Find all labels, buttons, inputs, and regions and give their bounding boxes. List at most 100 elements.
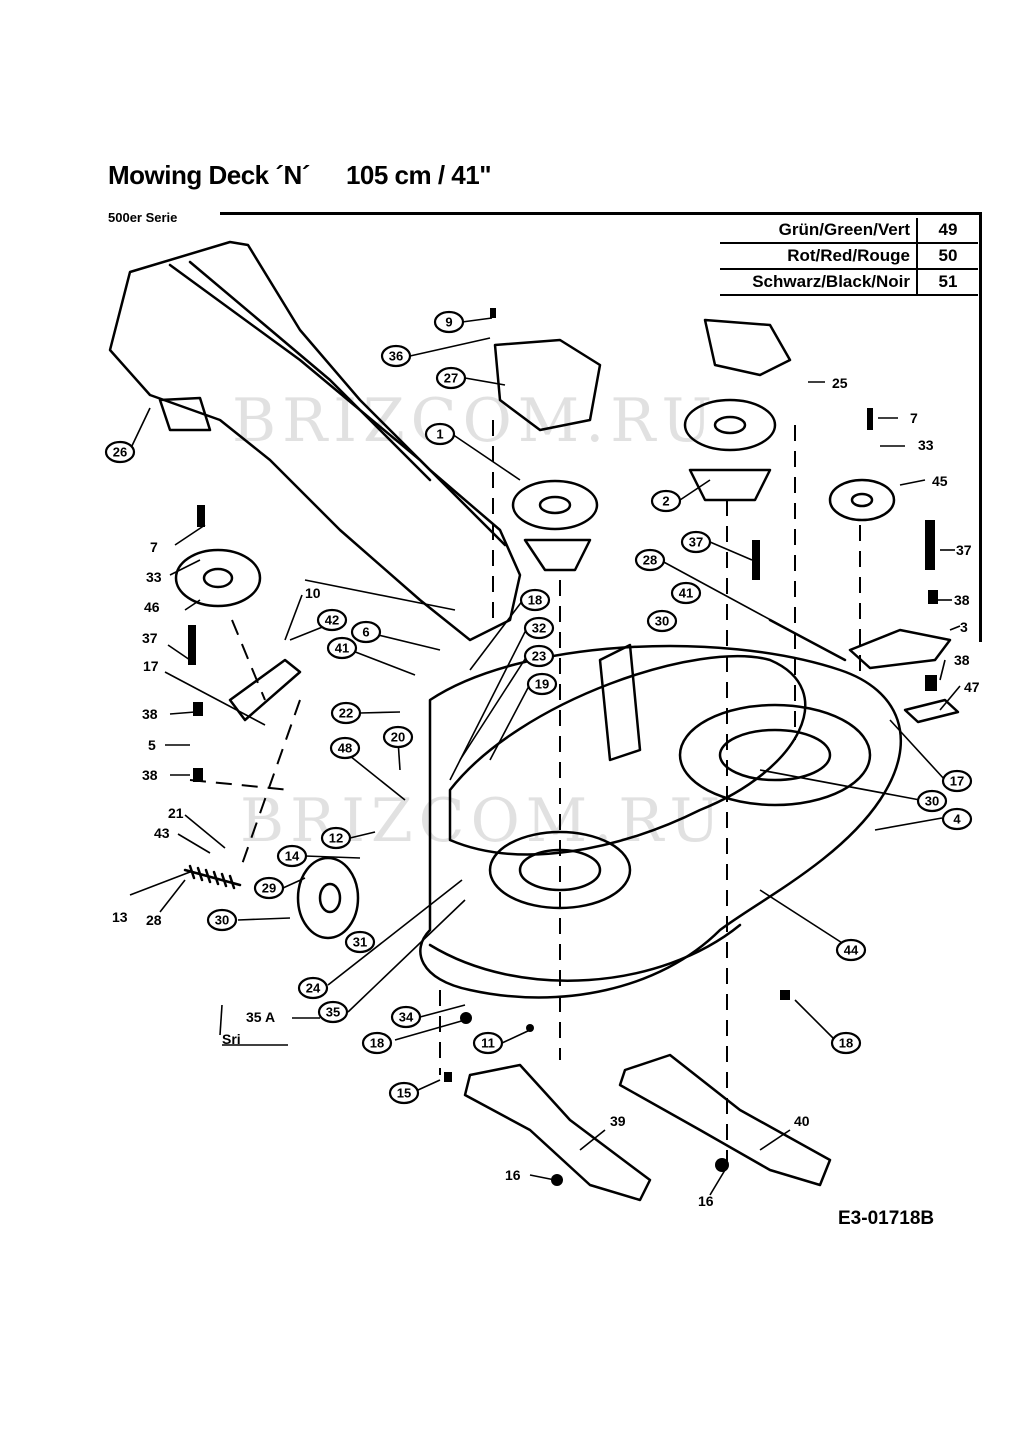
callout-1 xyxy=(424,422,456,446)
color-code: 51 xyxy=(917,269,978,296)
hardware-9 xyxy=(490,308,496,318)
callout-32 xyxy=(523,616,555,640)
label-40: 40 xyxy=(794,1113,810,1129)
series-label: 500er Serie xyxy=(108,210,178,225)
pulley-2-hub xyxy=(713,415,747,435)
callout-34 xyxy=(390,1005,422,1029)
callout-23-label: 23 xyxy=(532,649,546,664)
label-46: 46 xyxy=(144,599,160,615)
callout-4 xyxy=(941,807,973,831)
pulley-46-hub xyxy=(202,567,234,589)
callout-9-label: 9 xyxy=(445,315,452,330)
frame-top-line xyxy=(220,212,982,215)
belt-guard-25 xyxy=(703,318,792,377)
pin-37-center xyxy=(752,540,760,580)
spacer-38-right xyxy=(925,675,937,691)
callout-26 xyxy=(104,440,136,464)
label-39: 39 xyxy=(610,1113,626,1129)
gauge-wheel-hub xyxy=(318,882,342,914)
pulley-1-base xyxy=(523,538,592,572)
callout-15 xyxy=(388,1081,420,1105)
callout-11-label: 11 xyxy=(481,1036,495,1051)
page-title: Mowing Deck ´N´ 105 cm / 41" xyxy=(108,160,492,191)
callout-35-label: 35 xyxy=(326,1005,340,1020)
callout-18c-label: 18 xyxy=(839,1036,853,1051)
callout-15-label: 15 xyxy=(397,1086,411,1101)
label-33-right: 33 xyxy=(918,437,934,453)
callout-4-label: 4 xyxy=(953,812,961,827)
callout-18-label: 18 xyxy=(528,593,542,608)
callout-26-label: 26 xyxy=(113,445,127,460)
watermark-top: BRIZCOM.RU xyxy=(232,386,719,456)
color-name: Grün/Green/Vert xyxy=(720,218,918,244)
callout-2-label: 2 xyxy=(662,494,669,509)
callout-18c xyxy=(830,1031,862,1055)
spindle-3 xyxy=(848,628,952,670)
callout-30c xyxy=(916,789,948,813)
title-model: Mowing Deck ´N´ xyxy=(108,160,310,190)
callout-27 xyxy=(435,366,467,390)
callout-22 xyxy=(330,701,362,725)
callout-12 xyxy=(320,826,352,850)
callout-30c-label: 30 xyxy=(925,794,939,809)
pulley-2 xyxy=(683,398,777,452)
callout-30 xyxy=(646,609,678,633)
callout-6-label: 6 xyxy=(362,625,369,640)
gauge-wheel xyxy=(296,856,360,940)
callout-48-label: 48 xyxy=(338,741,352,756)
label-17: 17 xyxy=(143,658,159,674)
callout-30b-label: 30 xyxy=(215,913,229,928)
label-5: 5 xyxy=(148,737,156,753)
pin-37-left xyxy=(188,625,196,665)
nut-16-right xyxy=(715,1158,729,1172)
label-28: 28 xyxy=(146,912,162,928)
callout-31 xyxy=(344,930,376,954)
callout-18b xyxy=(361,1031,393,1055)
callout-27-label: 27 xyxy=(444,371,458,386)
nut-18-right xyxy=(780,990,790,1000)
callout-42 xyxy=(316,608,348,632)
callout-28 xyxy=(634,548,666,572)
mower-deck xyxy=(419,644,903,999)
blade-spindle-right xyxy=(678,703,872,807)
blade-39 xyxy=(463,1063,652,1202)
callout-29-label: 29 xyxy=(262,881,276,896)
callout-41b xyxy=(326,636,358,660)
chute-rib xyxy=(188,260,432,482)
pulley-1 xyxy=(511,479,599,531)
color-name: Schwarz/Black/Noir xyxy=(720,269,918,296)
label-45: 45 xyxy=(932,473,948,489)
callout-41 xyxy=(670,581,702,605)
callout-18 xyxy=(519,588,551,612)
label-13: 13 xyxy=(112,909,128,925)
label-10: 10 xyxy=(305,585,321,601)
label-38-left-upper: 38 xyxy=(142,706,158,722)
callout-23 xyxy=(523,644,555,668)
callout-37 xyxy=(680,530,712,554)
label-43: 43 xyxy=(154,825,170,841)
color-name: Rot/Red/Rouge xyxy=(720,243,918,270)
label-25: 25 xyxy=(832,375,848,391)
label-scale: Sri xyxy=(222,1031,241,1047)
callout-44 xyxy=(835,938,867,962)
callout-18b-label: 18 xyxy=(370,1036,384,1051)
pulley-2-base xyxy=(688,468,772,502)
label-7-right: 7 xyxy=(910,410,918,426)
title-size: 105 cm / 41" xyxy=(345,160,492,190)
callout-2 xyxy=(650,489,682,513)
drive-belt xyxy=(448,654,807,856)
callout-48 xyxy=(329,736,361,760)
spring-28 xyxy=(183,868,242,887)
spacer-38-upper xyxy=(928,590,938,604)
belt-guard-27 xyxy=(493,338,602,432)
callout-35 xyxy=(317,1000,349,1024)
label-38-right-upper: 38 xyxy=(954,592,970,608)
callout-30-label: 30 xyxy=(655,614,669,629)
label-33-left: 33 xyxy=(146,569,162,585)
chute-hinge xyxy=(158,396,212,432)
spacer-36-left xyxy=(193,702,203,716)
callout-11 xyxy=(472,1031,504,1055)
